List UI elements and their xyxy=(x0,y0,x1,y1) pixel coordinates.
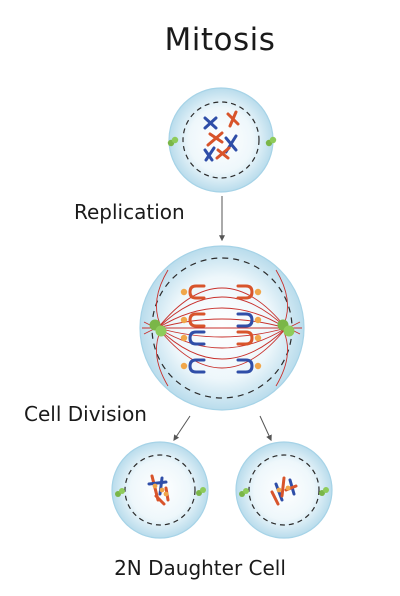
centrosome-icon xyxy=(265,136,277,147)
centrosome-icon xyxy=(196,487,206,496)
arrow-down-icon xyxy=(259,415,272,442)
diagram-title: Mitosis xyxy=(164,22,276,58)
centrosome-icon xyxy=(167,136,179,147)
centrosome-icon xyxy=(239,488,249,497)
daughter-cell-left xyxy=(111,441,209,539)
chromosome-icon xyxy=(203,110,240,162)
chromosome-icon xyxy=(188,284,206,374)
daughter-cell-right xyxy=(235,441,333,539)
centrosome-icon xyxy=(149,319,167,337)
kinetochores xyxy=(180,288,262,370)
centrosome-icon xyxy=(115,488,125,497)
centrosome-icon xyxy=(277,319,295,337)
arrow-down-icon xyxy=(173,415,191,441)
centrosome-icon xyxy=(319,487,329,496)
dividing-cell xyxy=(139,245,305,411)
spindle-fibers xyxy=(142,269,302,387)
nuclear-envelope xyxy=(182,101,260,179)
chromosome-icon xyxy=(236,284,254,374)
step-label-replication: Replication xyxy=(74,200,185,224)
parent-cell xyxy=(167,87,277,193)
step-label-cell-division: Cell Division xyxy=(24,402,147,426)
nuclear-envelope xyxy=(248,454,320,526)
chromosome-icon xyxy=(270,476,298,506)
kinetochores xyxy=(152,483,169,497)
nuclear-envelope xyxy=(124,454,196,526)
result-label: 2N Daughter Cell xyxy=(114,556,286,580)
kinetochores xyxy=(276,485,291,493)
